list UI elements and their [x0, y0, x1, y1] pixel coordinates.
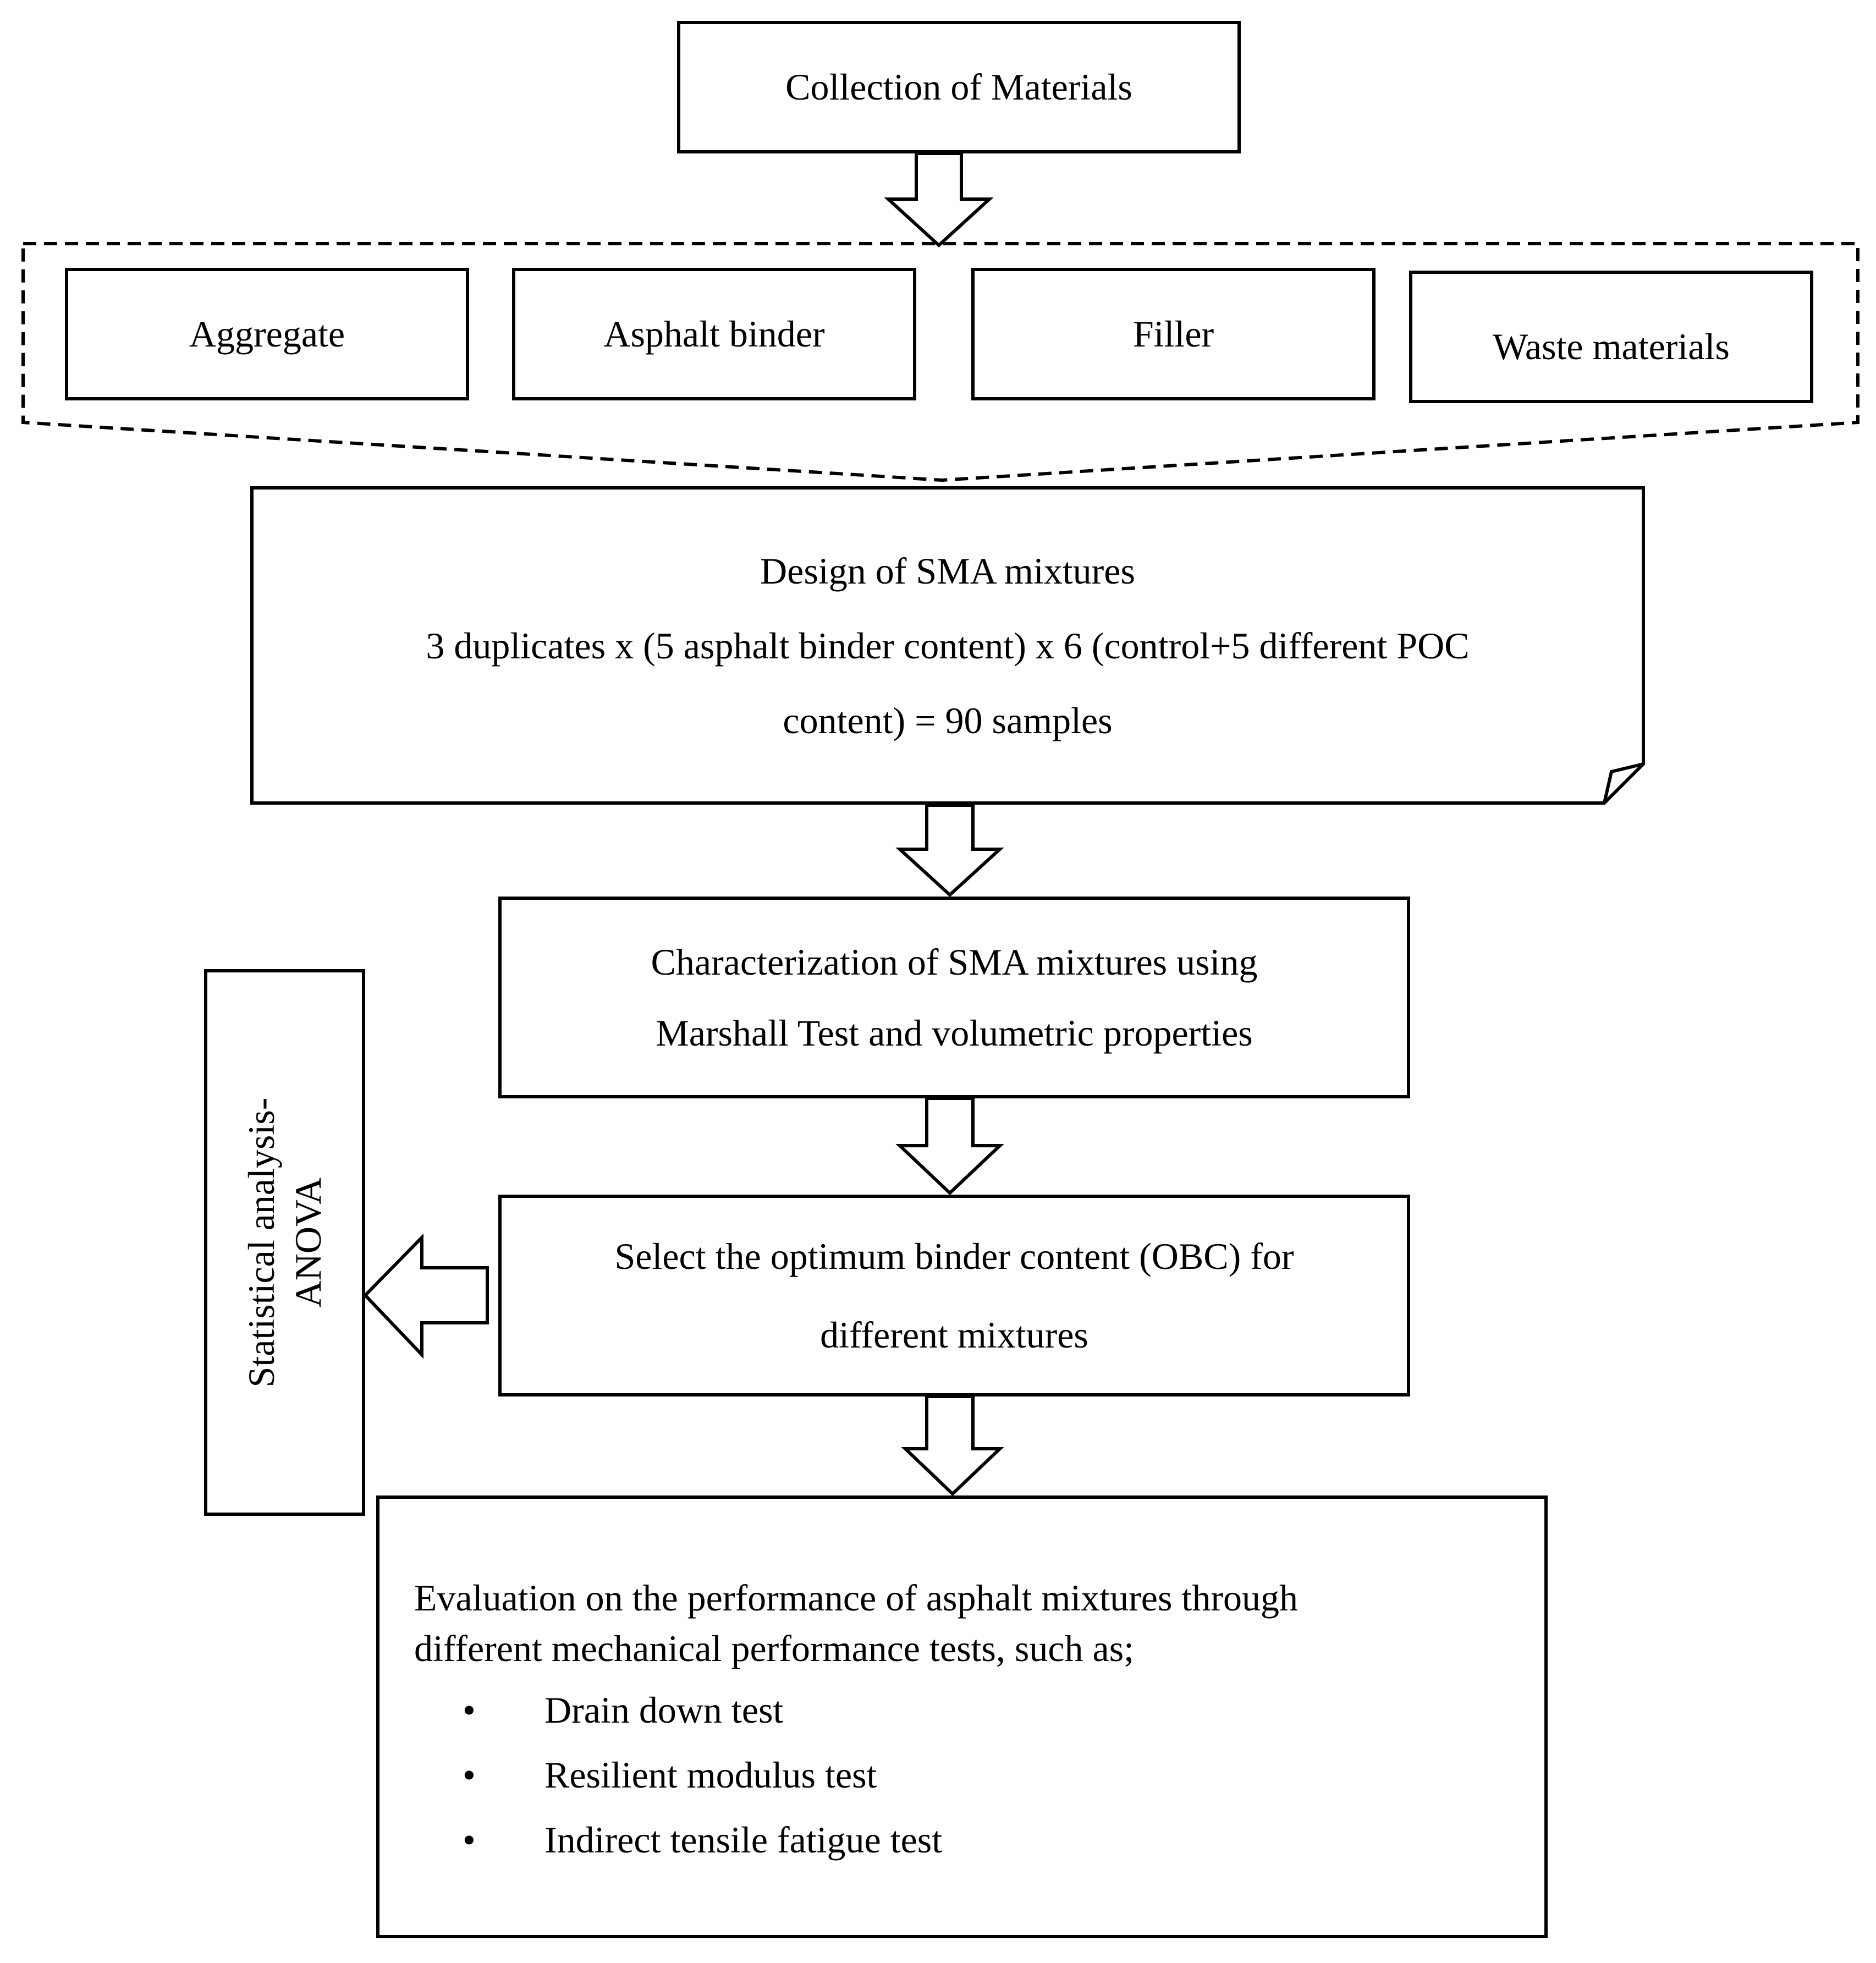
design-detail-line: 3 duplicates x (5 asphalt binder content…	[426, 624, 1470, 667]
characterization-line: Marshall Test and volumetric properties	[656, 1011, 1253, 1054]
down-arrow-icon	[895, 1097, 1004, 1196]
bullet-icon: •	[463, 1753, 476, 1796]
obc-selection-box: Select the optimum binder content (OBC) …	[498, 1195, 1410, 1396]
material-box-waste-materials: Waste materials	[1409, 271, 1813, 403]
material-box-aggregate: Aggregate	[65, 268, 469, 400]
folded-corner	[1603, 762, 1644, 804]
material-label: Waste materials	[1493, 326, 1730, 368]
list-item: • Indirect tensile fatigue test	[414, 1807, 942, 1872]
design-title: Design of SMA mixtures	[760, 549, 1135, 592]
bullet-icon: •	[463, 1689, 476, 1731]
test-list: • Drain down test • Resilient modulus te…	[414, 1678, 942, 1873]
material-label: Asphalt binder	[603, 313, 825, 355]
design-detail-line: content) = 90 samples	[783, 699, 1113, 741]
test-label: Drain down test	[544, 1689, 784, 1731]
down-arrow-icon	[895, 804, 1004, 898]
design-box-frame	[250, 486, 1645, 805]
obc-line: Select the optimum binder content (OBC) …	[614, 1235, 1294, 1277]
evaluation-intro-line: different mechanical performance tests, …	[414, 1627, 1135, 1669]
characterization-box: Characterization of SMA mixtures using M…	[498, 897, 1410, 1098]
collection-box: Collection of Materials	[677, 21, 1241, 153]
bullet-icon: •	[463, 1819, 476, 1861]
statistics-label: Statistical analysis- ANOVA	[238, 1098, 332, 1388]
test-label: Resilient modulus test	[544, 1753, 877, 1796]
collection-title: Collection of Materials	[785, 66, 1132, 108]
evaluation-box: Evaluation on the performance of asphalt…	[376, 1495, 1548, 1938]
statistics-box: Statistical analysis- ANOVA	[204, 969, 365, 1516]
statistics-line: ANOVA	[287, 1177, 329, 1308]
statistics-line: Statistical analysis-	[240, 1097, 282, 1388]
material-label: Filler	[1132, 313, 1214, 355]
characterization-line: Characterization of SMA mixtures using	[651, 941, 1258, 983]
list-item: • Drain down test	[414, 1678, 942, 1742]
test-label: Indirect tensile fatigue test	[544, 1819, 943, 1861]
list-item: • Resilient modulus test	[414, 1742, 942, 1807]
left-arrow-icon	[362, 1233, 489, 1359]
material-box-asphalt-binder: Asphalt binder	[512, 268, 916, 400]
obc-line: different mixtures	[820, 1314, 1088, 1356]
material-box-filler: Filler	[971, 268, 1376, 400]
down-arrow-icon	[901, 1395, 1004, 1497]
materials-group-frame	[21, 242, 1860, 482]
evaluation-intro-line: Evaluation on the performance of asphalt…	[414, 1577, 1298, 1619]
down-arrow-icon	[884, 152, 994, 248]
material-label: Aggregate	[189, 313, 345, 355]
design-text: Design of SMA mixtures 3 duplicates x (5…	[252, 488, 1643, 803]
